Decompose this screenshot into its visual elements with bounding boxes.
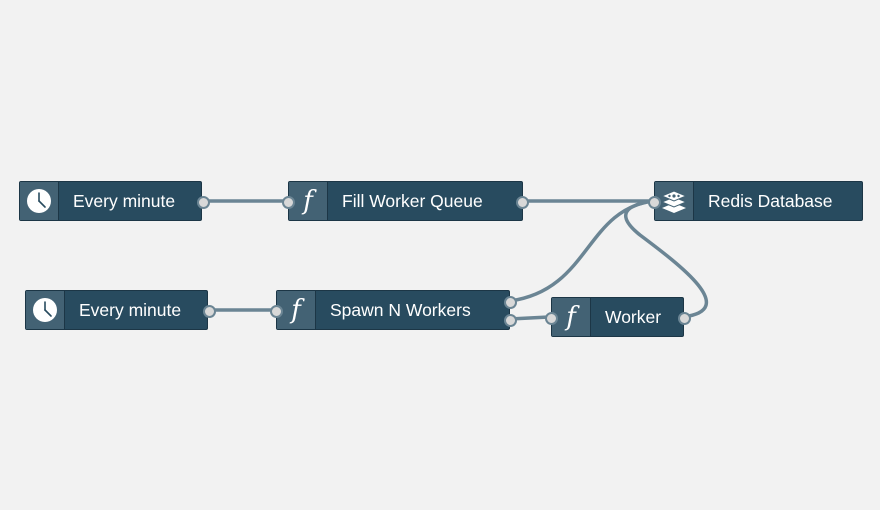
input-port[interactable] — [282, 196, 295, 209]
node-label: Redis Database — [708, 190, 833, 211]
input-port[interactable] — [270, 305, 283, 318]
output-port[interactable] — [197, 196, 210, 209]
function-node-worker[interactable]: f Worker — [545, 297, 691, 337]
function-icon: f — [277, 291, 316, 329]
database-icon — [655, 182, 694, 220]
output-port-1[interactable] — [504, 296, 517, 309]
function-icon: f — [289, 182, 328, 220]
wire-worker-to-redis[interactable] — [624, 199, 709, 319]
output-port[interactable] — [203, 305, 216, 318]
function-icon: f — [552, 298, 591, 336]
input-port[interactable] — [545, 312, 558, 325]
schedule-node-2[interactable]: Every minute — [25, 290, 216, 330]
output-port-2[interactable] — [504, 314, 517, 327]
clock-icon — [20, 182, 59, 220]
function-node-fill-worker-queue[interactable]: f Fill Worker Queue — [282, 181, 529, 221]
schedule-node-1[interactable]: Every minute — [19, 181, 210, 221]
input-port[interactable] — [648, 196, 661, 209]
redis-database-node[interactable]: Redis Database — [648, 181, 863, 221]
wire-spawn-to-redis[interactable] — [508, 199, 655, 303]
function-node-spawn-n-workers[interactable]: f Spawn N Workers — [270, 290, 517, 330]
node-label: Every minute — [79, 299, 182, 320]
node-label: Every minute — [73, 190, 176, 211]
output-port[interactable] — [678, 312, 691, 325]
node-label: Spawn N Workers — [330, 299, 471, 320]
output-port[interactable] — [516, 196, 529, 209]
node-label: Worker — [605, 306, 662, 327]
clock-icon — [26, 291, 65, 329]
node-label: Fill Worker Queue — [342, 190, 483, 211]
